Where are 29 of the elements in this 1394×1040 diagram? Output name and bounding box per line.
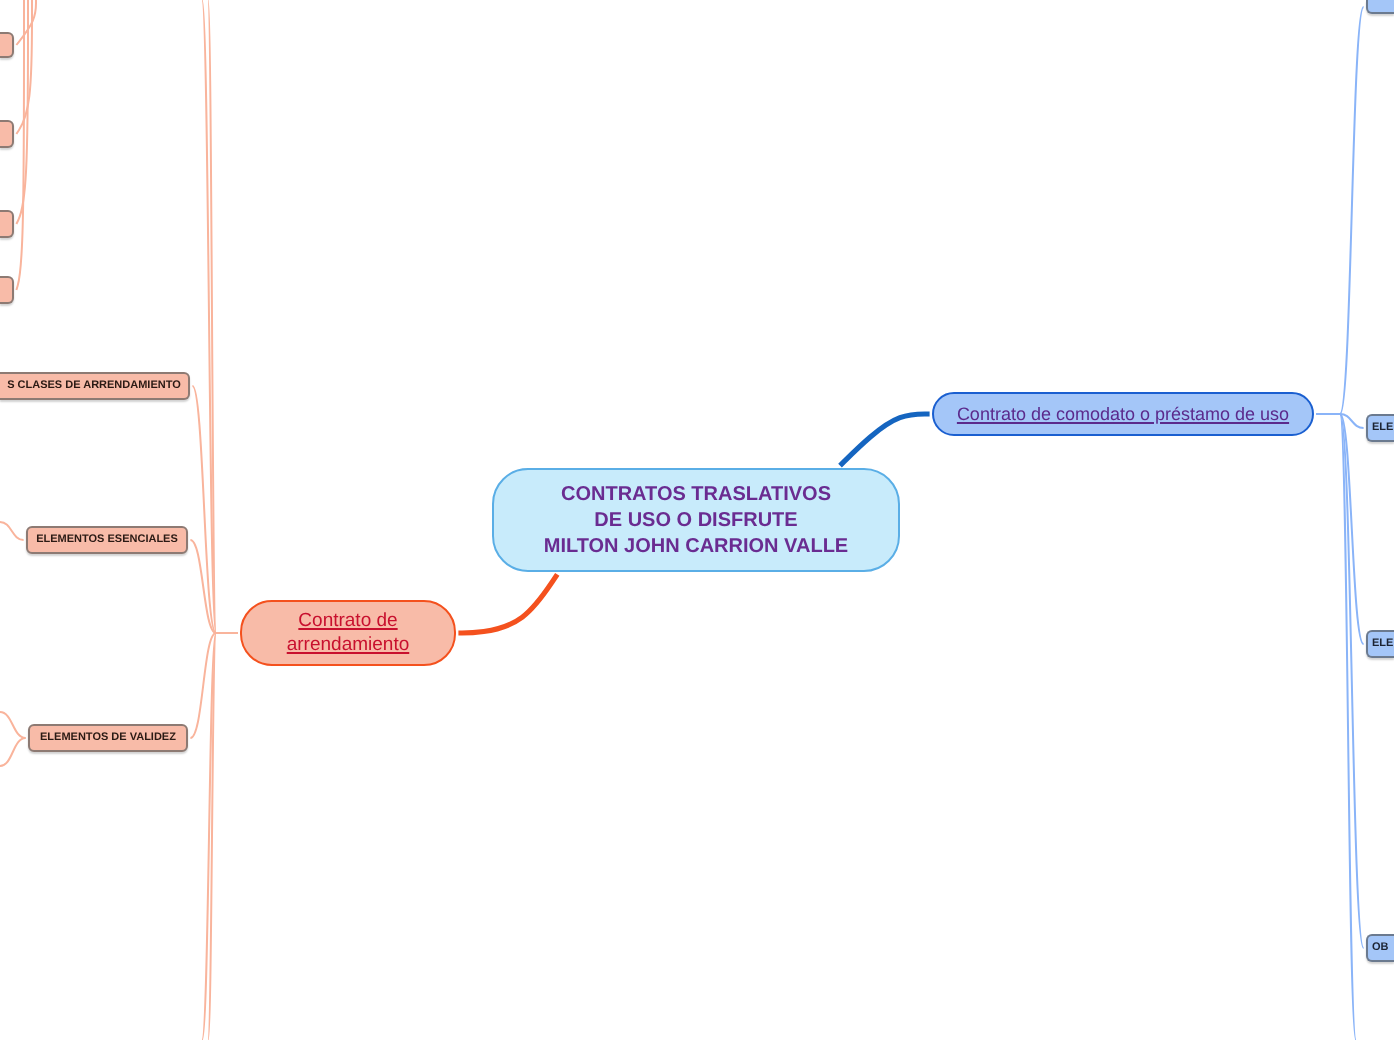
connector-line bbox=[207, 632, 239, 1040]
connector-line bbox=[0, 737, 27, 767]
subtopic-box bbox=[0, 276, 14, 304]
topic-text: Contrato de comodato o préstamo de uso bbox=[956, 404, 1290, 424]
connector-line bbox=[15, 0, 25, 291]
connector-line bbox=[458, 572, 560, 636]
subtopic-box bbox=[28, 724, 188, 752]
subtopic-box bbox=[1366, 0, 1394, 14]
subtopic-box bbox=[0, 210, 14, 238]
subtopic-box bbox=[1366, 630, 1394, 658]
subtopic-box bbox=[1366, 414, 1394, 442]
connector-line bbox=[838, 411, 930, 468]
connector-line bbox=[15, 0, 29, 225]
subtopic-box bbox=[1366, 934, 1394, 962]
subtopic-box bbox=[0, 120, 14, 148]
connector-line bbox=[1315, 413, 1357, 1040]
subtopic-box bbox=[0, 32, 14, 58]
central-topic bbox=[492, 468, 900, 572]
main-topic bbox=[240, 600, 456, 666]
topic-text: MILTON JOHN CARRION VALLE bbox=[543, 533, 849, 559]
connector-line bbox=[15, 0, 33, 135]
topic-text: CONTRATOS TRASLATIVOS DE USO O DISFRUTE bbox=[559, 481, 833, 533]
subtopic-box bbox=[0, 372, 190, 400]
subtopic-box bbox=[26, 526, 188, 554]
topic-text: Contrato de arrendamiento bbox=[284, 609, 412, 657]
connector-line bbox=[0, 521, 25, 541]
connector-line bbox=[0, 711, 27, 739]
main-topic bbox=[932, 392, 1314, 436]
connector-line bbox=[15, 0, 37, 46]
